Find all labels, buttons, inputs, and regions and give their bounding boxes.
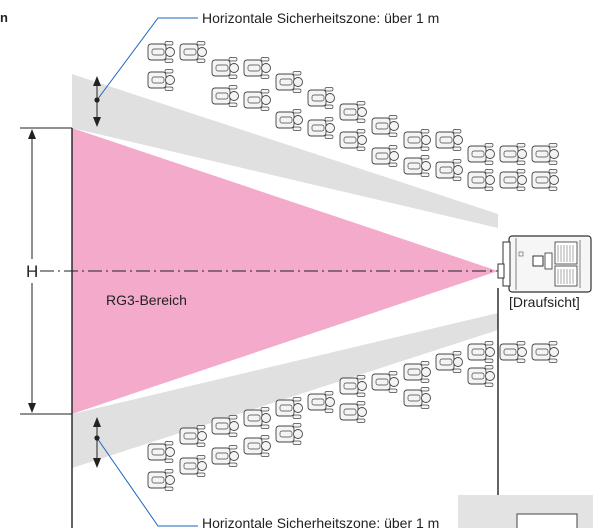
- person-icon: [531, 143, 559, 165]
- person-icon: [371, 371, 399, 393]
- person-icon: [531, 341, 559, 363]
- rg3-area-label: RG3-Bereich: [106, 292, 187, 308]
- person-icon: [275, 423, 303, 445]
- safety-zone-top: [72, 74, 498, 228]
- person-icon: [371, 145, 399, 167]
- person-icon: [371, 115, 399, 137]
- person-icon: [435, 129, 463, 151]
- person-icon: [403, 387, 431, 409]
- projector-topview-icon: [497, 235, 592, 293]
- person-icon: [211, 415, 239, 437]
- dimension-arrow-icon: [93, 417, 101, 468]
- corner-text-fragment: n: [0, 10, 8, 25]
- person-icon: [307, 117, 335, 139]
- person-icon: [179, 41, 207, 63]
- leader-bottom: [94, 435, 198, 527]
- person-icon: [211, 445, 239, 467]
- person-icon: [243, 89, 271, 111]
- person-icon: [147, 469, 175, 491]
- person-icon: [307, 391, 335, 413]
- person-icon: [211, 85, 239, 107]
- person-icon: [211, 57, 239, 79]
- person-icon: [403, 361, 431, 383]
- person-icon: [499, 341, 527, 363]
- person-icon: [243, 57, 271, 79]
- person-icon: [467, 169, 495, 191]
- person-icon: [467, 143, 495, 165]
- person-icon: [499, 143, 527, 165]
- person-icon: [467, 341, 495, 363]
- person-icon: [339, 375, 367, 397]
- leader-top: [94, 17, 198, 103]
- person-icon: [435, 351, 463, 373]
- zone-label-bottom: Horizontale Sicherheitszone: über 1 m: [202, 515, 439, 528]
- person-icon: [275, 71, 303, 93]
- person-icon: [307, 87, 335, 109]
- view-label: [Draufsicht]: [509, 294, 580, 310]
- person-icon: [339, 101, 367, 123]
- person-icon: [499, 169, 527, 191]
- person-icon: [531, 169, 559, 191]
- person-icon: [403, 155, 431, 177]
- person-icon: [179, 425, 207, 447]
- person-icon: [403, 129, 431, 151]
- person-icon: [275, 109, 303, 131]
- person-icon: [467, 365, 495, 387]
- person-icon: [243, 407, 271, 429]
- height-label: H: [26, 262, 38, 281]
- person-icon: [179, 455, 207, 477]
- person-icon: [435, 159, 463, 181]
- person-icon: [339, 129, 367, 151]
- person-icon: [275, 397, 303, 419]
- safety-zone-bottom: [72, 313, 498, 468]
- person-icon: [147, 41, 175, 63]
- person-icon: [147, 441, 175, 463]
- person-icon: [147, 69, 175, 91]
- person-icon: [339, 401, 367, 423]
- partial-inner-box: [516, 513, 578, 528]
- dimension-arrow-icon: [28, 129, 36, 413]
- person-icon: [243, 435, 271, 457]
- zone-label-top: Horizontale Sicherheitszone: über 1 m: [202, 10, 439, 26]
